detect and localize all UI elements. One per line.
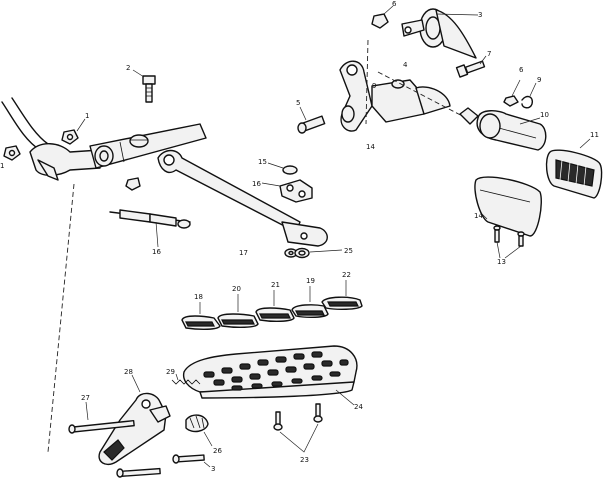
heel-guard-part [474,176,542,237]
callout-label: 29 [166,368,175,376]
washer-part [503,79,521,107]
callout-label: 16 [152,248,161,256]
rubber-pad-part [217,294,259,329]
shift-linkage-rod [109,209,191,248]
rubber-pad-part [321,280,363,311]
callout-label: 6 [392,0,397,8]
callout-label: 17 [239,249,248,257]
callout-label: 23 [300,456,309,464]
footrest-pivot-arm [339,60,451,132]
callout-label: 11 [590,131,599,139]
spring-part [171,373,201,385]
nut-part [61,118,86,145]
callout-label: 4 [403,61,408,69]
callout-label: 9 [372,82,376,90]
floorboard-part [182,345,358,406]
callout-label: 5 [296,99,300,107]
nut-part [125,177,141,191]
callout-label: 2 [126,64,130,72]
callout-label: 7 [487,50,491,58]
callout-label: 28 [124,368,133,376]
bolt-part [132,69,156,103]
callout-label: 26 [213,447,222,455]
rubber-pad-part [255,290,295,323]
rubber-pad-part [291,286,329,319]
callout-label: 27 [81,394,90,402]
callout-label: 22 [342,271,351,279]
callout-label: 15 [258,158,267,166]
callout-label: 21 [271,281,280,289]
screw-part [273,403,323,453]
clip-part [521,82,537,109]
pin-part [297,106,326,134]
pin-part [68,401,135,434]
callout-label: 6 [519,66,524,74]
callout-label: 14 [474,212,483,220]
bolt-part [455,55,487,78]
horn-part [401,8,479,59]
footpeg-part [459,107,547,151]
assembly-centerline [377,71,471,121]
callout-label: 18 [194,293,203,301]
frame-tube [1,97,207,181]
callout-label: 1 [0,162,4,170]
callout-label: 3 [211,465,215,473]
spring-part [185,414,213,447]
nut-part [3,145,21,161]
assembly-centerline [365,39,369,125]
callout-label: 19 [306,277,315,285]
callout-label: 24 [354,403,363,411]
callout-label: 16 [252,180,261,188]
lower-bracket-part [98,374,171,466]
callout-labels: 1 1 2 3 6 4 7 5 6 9 14 10 11 9 15 14 13 … [0,0,599,473]
callout-label: 1 [85,112,89,120]
rubber-pad-part [181,302,221,331]
mounting-bracket [261,162,313,203]
washer-part [284,247,343,259]
nut-part [371,5,394,29]
callout-label: 14 [366,143,375,151]
assembly-centerline [47,183,75,453]
callout-label: 3 [478,11,482,19]
screw-part [493,225,525,259]
callout-label: 25 [344,247,353,255]
callout-label: 10 [540,111,549,119]
shift-lever [157,149,328,247]
bolt-part [116,454,211,478]
callout-label: 9 [537,76,541,84]
rubber-grip-part [545,138,603,199]
callout-label: 13 [497,258,506,266]
callout-label: 20 [232,285,241,293]
floorboard-tread-pattern [203,351,349,391]
